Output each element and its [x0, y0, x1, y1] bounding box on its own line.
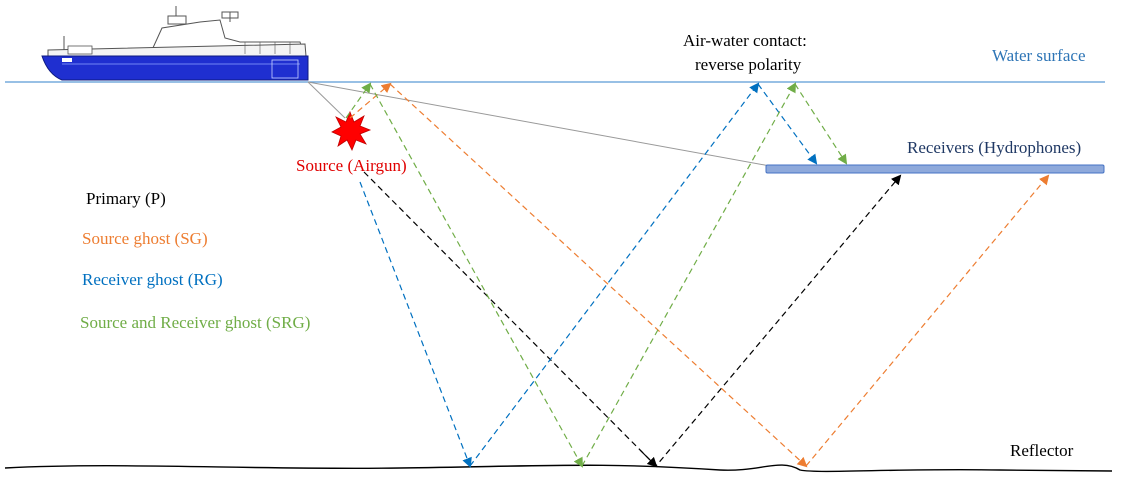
ray-primary: [363, 171, 902, 467]
air-water-contact-label-line2: reverse polarity: [695, 55, 802, 74]
airgun-burst-icon: [331, 110, 372, 151]
ray-primary-down-arrow: [639, 449, 658, 468]
legend-primary: Primary (P): [86, 189, 166, 208]
source-tow-cable: [307, 81, 346, 119]
ray-srg-down: [369, 83, 583, 468]
legend-source-receiver-ghost: Source and Receiver ghost (SRG): [80, 313, 310, 332]
legend-source-ghost: Source ghost (SG): [82, 229, 208, 248]
reflector-label: Reflector: [1010, 441, 1074, 460]
seismic-vessel-icon: [41, 6, 309, 81]
water-surface-label: Water surface: [992, 46, 1085, 65]
legend-receiver-ghost: Receiver ghost (RG): [82, 270, 223, 289]
ray-source-ghost-down: [389, 83, 808, 468]
ray-source-ghost-up: [349, 82, 392, 119]
receivers-label: Receivers (Hydrophones): [907, 138, 1081, 157]
receiver-cable: [765, 164, 1105, 174]
air-water-contact-label-line1: Air-water contact:: [683, 31, 807, 50]
ray-srg-reflect: [794, 83, 848, 165]
ray-receiver-ghost-reflect: [757, 83, 818, 165]
ray-receiver-ghost-down: [359, 181, 472, 468]
ray-srg-up-surface: [581, 82, 796, 467]
legend: Primary (P) Source ghost (SG) Receiver g…: [80, 189, 310, 332]
streamer-tow-cable: [307, 81, 771, 167]
reflector-line: [4, 464, 1113, 473]
ray-source-ghost-up-receiver: [805, 174, 1050, 467]
source-label: Source (Airgun): [296, 156, 407, 175]
ray-srg-up: [345, 82, 372, 119]
